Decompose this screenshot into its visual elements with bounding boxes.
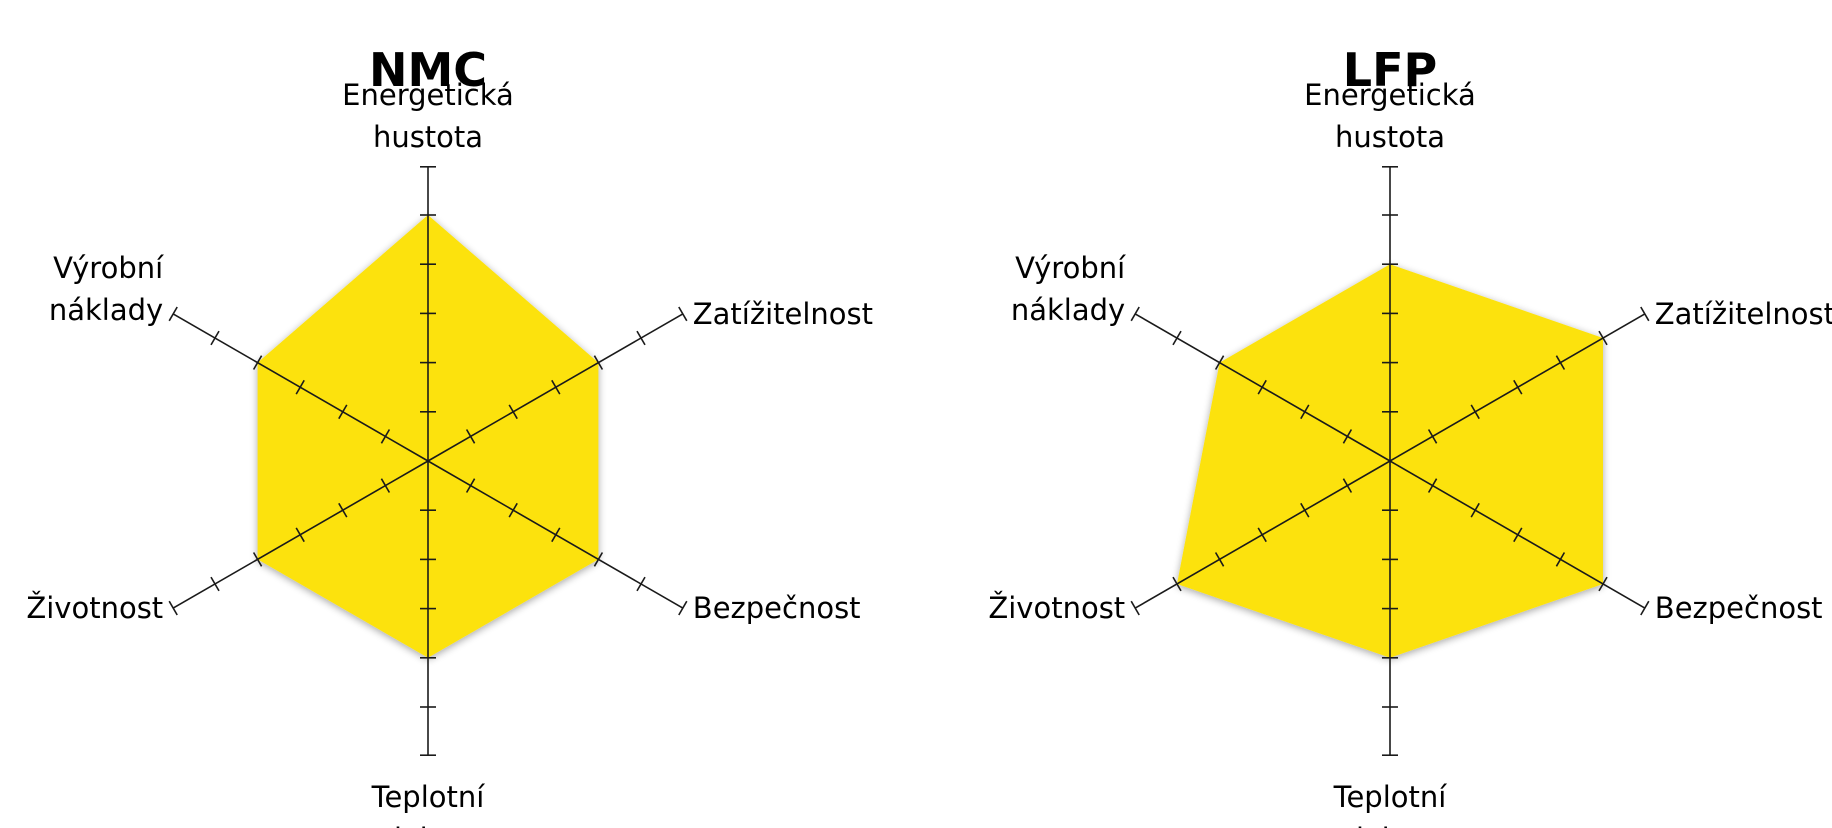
axis-tick <box>1257 379 1267 395</box>
axis-tick <box>465 478 476 493</box>
axis-label-line: náklady <box>49 293 163 327</box>
axis-tick <box>1214 552 1225 567</box>
axis-tick <box>1427 478 1438 493</box>
axis-4: Životnost <box>26 460 429 625</box>
axis-label-line: Výrobní <box>1015 251 1126 285</box>
axis-tick <box>295 527 305 543</box>
axis-5: Výrobní náklady <box>1011 251 1391 462</box>
axis-label: Energetická hustota <box>1304 78 1476 154</box>
axis-label-line: Teplotní <box>1333 780 1448 814</box>
axis-0: Energetická hustota <box>1304 78 1476 461</box>
axis-label-line: Teplotní <box>371 780 486 814</box>
axis-tick <box>636 576 646 592</box>
axis-label-line: odolnost <box>1328 822 1453 828</box>
axis-tick <box>1342 478 1353 493</box>
axis-label: Teplotní odolnost <box>1328 780 1453 828</box>
axis-1: Zatížitelnost <box>1389 297 1832 462</box>
axis-label-line: Zatížitelnost <box>693 297 873 331</box>
axis-tick <box>1427 429 1438 444</box>
axis-tick <box>508 502 518 518</box>
axis-tick <box>593 355 604 370</box>
axis-label: Výrobní náklady <box>49 251 164 327</box>
axis-end-cap <box>168 600 178 616</box>
axis-tick <box>1555 552 1566 567</box>
axis-label-line: Energetická <box>1304 78 1476 112</box>
axis-0: Energetická hustota <box>342 78 514 461</box>
axis-label: Energetická hustota <box>342 78 514 154</box>
axis-end-cap <box>1640 600 1650 616</box>
axis-tick <box>508 404 518 420</box>
axis-label-line: Bezpečnost <box>1655 591 1823 625</box>
axis-end-cap <box>678 306 688 322</box>
axis-tick <box>1342 429 1353 444</box>
axis-tick <box>1470 502 1480 518</box>
radar-chart-lfp: LFP Energetická hustotaZatížitelnostBezpe… <box>988 43 1832 828</box>
axis-label: Teplotní odolnost <box>366 780 491 828</box>
axis-label-line: Životnost <box>988 591 1125 625</box>
axis-5: Výrobní náklady <box>49 251 429 462</box>
axis-tick <box>210 576 220 592</box>
axis-tick <box>1598 576 1608 592</box>
axis-label-line: odolnost <box>366 822 491 828</box>
axis-end-cap <box>168 306 178 322</box>
axis-tick <box>1214 355 1225 370</box>
axis-tick <box>1555 355 1566 370</box>
axis-3: Teplotní odolnost <box>1328 461 1453 828</box>
axis-tick <box>1513 527 1523 543</box>
axis-tick <box>295 379 305 395</box>
axis-tick <box>1257 527 1267 543</box>
axis-2: Bezpečnost <box>427 460 861 625</box>
axis-3: Teplotní odolnost <box>366 461 491 828</box>
chart-title: NMC <box>369 43 487 97</box>
axis-end-cap <box>1130 600 1140 616</box>
axis-label-line: náklady <box>1011 293 1125 327</box>
axis-label-line: Bezpečnost <box>693 591 861 625</box>
axis-tick <box>210 330 220 346</box>
axis-tick <box>1300 502 1310 518</box>
axis-tick <box>252 552 263 567</box>
axis-4: Životnost <box>988 460 1391 625</box>
axis-tick <box>636 330 646 346</box>
axis-label-line: hustota <box>373 120 483 154</box>
axis-end-cap <box>678 600 688 616</box>
axis-tick <box>1300 404 1310 420</box>
axis-tick <box>1172 576 1182 592</box>
axis-end-cap <box>1640 306 1650 322</box>
axis-2: Bezpečnost <box>1389 460 1823 625</box>
axis-label: Životnost <box>988 591 1125 625</box>
axis-tick <box>338 404 348 420</box>
axis-tick <box>551 527 561 543</box>
chart-title: LFP <box>1343 43 1437 97</box>
axis-label: Zatížitelnost <box>1655 297 1832 331</box>
axis-label-line: Životnost <box>26 591 163 625</box>
axis-tick <box>465 429 476 444</box>
axis-label: Výrobní náklady <box>1011 251 1126 327</box>
axis-tick <box>593 552 604 567</box>
axis-label-line: hustota <box>1335 120 1445 154</box>
axis-tick <box>1172 330 1182 346</box>
axis-label-line: Výrobní <box>53 251 164 285</box>
axis-tick <box>252 355 263 370</box>
axis-tick <box>1598 330 1608 346</box>
axis-tick <box>338 502 348 518</box>
axis-tick <box>380 429 391 444</box>
axis-label-line: Energetická <box>342 78 514 112</box>
radar-chart-nmc: NMC Energetická hustotaZatížitelnostBezpe… <box>26 43 873 828</box>
axis-tick <box>1470 404 1480 420</box>
axis-tick <box>551 379 561 395</box>
axis-label: Zatížitelnost <box>693 297 873 331</box>
axis-1: Zatížitelnost <box>427 297 873 462</box>
axis-label: Bezpečnost <box>1655 591 1823 625</box>
axis-tick <box>380 478 391 493</box>
axis-label: Životnost <box>26 591 163 625</box>
axis-label: Bezpečnost <box>693 591 861 625</box>
axis-label-line: Zatížitelnost <box>1655 297 1832 331</box>
axis-tick <box>1513 379 1523 395</box>
axis-end-cap <box>1130 306 1140 322</box>
